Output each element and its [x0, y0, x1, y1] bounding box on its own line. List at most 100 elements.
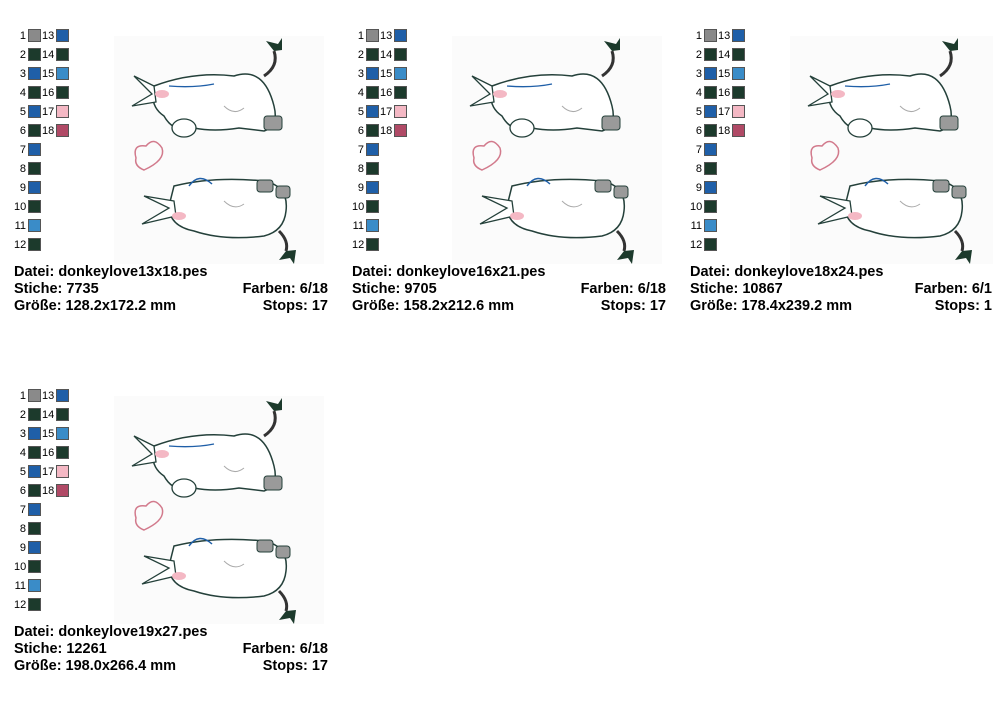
color-chip: [366, 124, 379, 137]
bottom-donkey-hoof: [932, 179, 950, 193]
color-number: 18: [718, 125, 731, 137]
color-chip: [394, 86, 407, 99]
color-number: 10: [14, 561, 27, 573]
design-info: Datei: donkeylove18x24.pes Stiche: 10867…: [690, 264, 993, 315]
bottom-donkey-tail-tuft: [279, 610, 296, 624]
color-number: 10: [352, 201, 365, 213]
top-donkey-muzzle: [171, 118, 197, 138]
color-chip: [28, 427, 41, 440]
color-number: 1: [695, 30, 702, 42]
bottom-donkey-tail-tuft: [955, 250, 972, 264]
top-donkey-tail: [263, 410, 277, 438]
color-number: 3: [695, 68, 702, 80]
color-count: Farben: 6/18: [242, 641, 328, 657]
stitch-count: Stiche: 10867: [690, 281, 783, 297]
color-chip: [56, 484, 69, 497]
color-chip: [28, 446, 41, 459]
donkey-design-image: [114, 36, 324, 264]
stitch-count: Stiche: 7735: [14, 281, 99, 297]
color-chip: [56, 86, 69, 99]
color-chip: [56, 48, 69, 61]
top-donkey-cheek: [493, 90, 507, 98]
color-number: 5: [357, 106, 364, 118]
embroidery-preview: [790, 36, 993, 264]
top-donkey-fur-detail: [561, 105, 583, 112]
color-chip: [732, 86, 745, 99]
color-number: 11: [690, 220, 702, 232]
color-number: 16: [380, 87, 393, 99]
top-donkey-body: [490, 73, 614, 132]
color-number: 8: [695, 163, 702, 175]
color-number: 9: [695, 182, 702, 194]
color-number: 10: [14, 201, 27, 213]
color-chip: [366, 67, 379, 80]
stitch-count: Stiche: 9705: [352, 281, 437, 297]
color-number: 7: [357, 144, 364, 156]
color-chip: [28, 598, 41, 611]
color-chip: [366, 162, 379, 175]
color-number: 10: [690, 201, 703, 213]
color-chip: [704, 48, 717, 61]
color-number: 14: [380, 49, 393, 61]
color-chip: [28, 219, 41, 232]
color-chip: [56, 465, 69, 478]
color-number: 6: [357, 125, 364, 137]
color-number: 9: [19, 542, 26, 554]
color-number: 18: [380, 125, 393, 137]
color-chip: [704, 29, 717, 42]
color-chip: [56, 389, 69, 402]
color-number: 1: [19, 30, 26, 42]
color-chip: [28, 579, 41, 592]
stop-count: Stops: 17: [262, 658, 328, 674]
color-number: 18: [42, 125, 55, 137]
color-chip: [394, 67, 407, 80]
top-donkey-hoof: [939, 115, 959, 131]
design-size: Größe: 128.2x172.2 mm: [14, 298, 177, 314]
bottom-donkey-cheek: [848, 212, 862, 220]
color-chip: [704, 181, 717, 194]
top-donkey-mane: [506, 83, 553, 88]
color-number: 8: [357, 163, 364, 175]
bottom-donkey-body: [506, 178, 626, 239]
top-donkey-tail: [601, 50, 615, 78]
color-chip: [56, 446, 69, 459]
color-number: 11: [352, 220, 364, 232]
top-donkey-cheek: [155, 450, 169, 458]
top-donkey-cheek: [155, 90, 169, 98]
color-number: 4: [695, 87, 702, 99]
stitch-count: Stiche: 12261: [14, 641, 107, 657]
top-donkey-ear: [131, 435, 157, 467]
color-number: 1: [19, 390, 26, 402]
color-chip: [366, 86, 379, 99]
color-chip: [704, 162, 717, 175]
stop-count: Stops: 1: [934, 298, 992, 314]
color-chip: [732, 29, 745, 42]
color-number: 4: [357, 87, 364, 99]
color-number: 14: [42, 409, 55, 421]
color-chip: [704, 238, 717, 251]
color-number: 16: [42, 447, 55, 459]
color-chip: [366, 105, 379, 118]
color-chip: [28, 389, 41, 402]
bottom-donkey-hoof: [951, 185, 967, 199]
color-chip: [28, 105, 41, 118]
color-chip: [28, 143, 41, 156]
color-number: 11: [14, 580, 26, 592]
color-count: Farben: 6/1: [914, 281, 992, 297]
bottom-donkey-hoof: [256, 179, 274, 193]
color-number: 5: [19, 106, 26, 118]
color-number: 2: [357, 49, 364, 61]
top-donkey-mane: [168, 443, 215, 448]
top-donkey-hoof: [263, 475, 283, 491]
top-donkey-tail-tuft: [266, 38, 282, 51]
color-chip: [28, 560, 41, 573]
bottom-donkey-head: [526, 177, 551, 187]
color-chip: [28, 86, 41, 99]
bottom-donkey-hoof: [594, 179, 612, 193]
color-number: 12: [14, 239, 27, 251]
bottom-donkey-hoof: [256, 539, 274, 553]
